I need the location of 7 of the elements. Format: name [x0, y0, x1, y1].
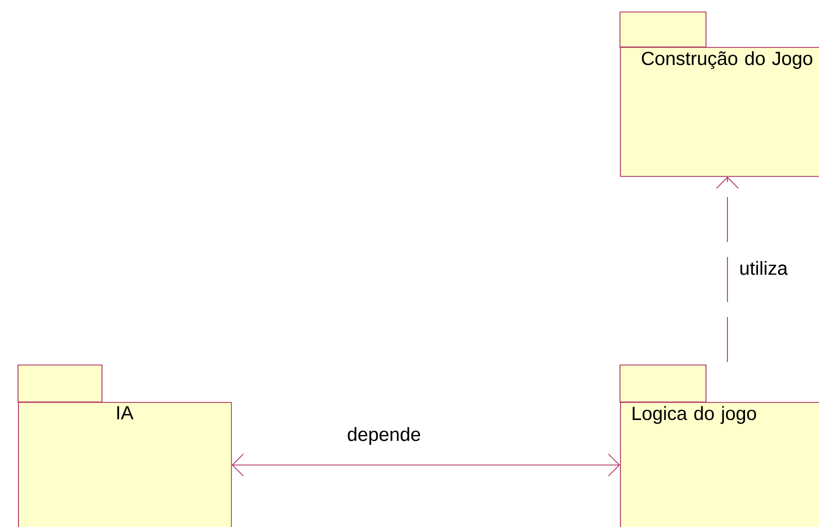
- arrow: [716, 176, 739, 362]
- edge-label: utiliza: [738, 260, 789, 276]
- edge-label: depende: [346, 426, 422, 446]
- arrow: [232, 454, 620, 476]
- package-box: Logica do jogo: [620, 364, 819, 527]
- package-box: IA: [18, 364, 232, 527]
- package-box: Construção do Jogo: [620, 12, 819, 177]
